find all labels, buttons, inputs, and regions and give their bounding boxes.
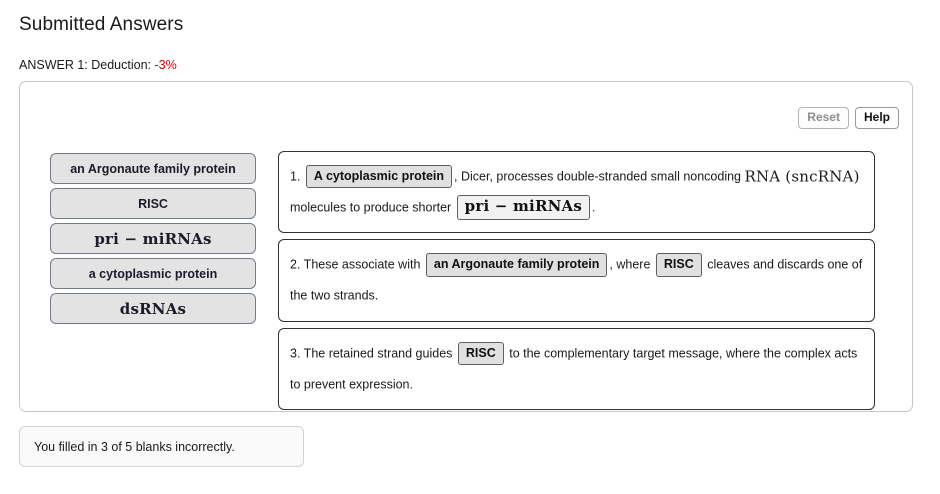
answer-deduction-line: ANSWER 1: Deduction: -3% [19,58,177,72]
statement-number: 2. [290,258,301,273]
answer-label: ANSWER 1: Deduction: [19,58,155,72]
panel-toolbar: Reset Help [798,107,899,130]
page-title: Submitted Answers [19,14,184,35]
statement-box-3: 3. The retained strand guides RISC to th… [278,327,875,411]
blank-chip-filled[interactable]: RISC [655,253,702,277]
statement-text: cleaves and discards one of the two stra… [290,258,863,303]
blank-chip-filled[interactable]: A cytoplasmic protein [305,165,453,189]
question-panel: Reset Help an Argonaute family protein R… [19,81,913,412]
answer-tile-label: RISC [138,196,168,211]
statement-box-1: 1. A cytoplasmic protein, Dicer, process… [278,151,875,234]
blank-chip-filled[interactable]: pri − miRNAs [456,195,591,220]
reset-button[interactable]: Reset [798,107,849,130]
statement-text: These associate with [300,258,424,273]
answer-tile-risc[interactable]: RISC [50,188,256,219]
statement-box-2: 2. These associate with an Argonaute fam… [278,239,875,322]
statement-number: 1. [290,169,301,184]
deduction-value: -3% [154,58,177,72]
statement-text: molecules to produce shorter [290,200,455,215]
blank-chip-filled[interactable]: RISC [457,341,504,366]
answer-tile-label: dsRNAs [119,299,187,318]
statement-list: 1. A cytoplasmic protein, Dicer, process… [278,151,875,416]
statement-math: RNA (sncRNA) [744,167,860,186]
answer-tile-label: an Argonaute family protein [70,161,236,176]
answer-tile-pri-mirnas[interactable]: pri − miRNAs [50,223,256,254]
statement-text: . [592,200,596,215]
help-button[interactable]: Help [854,107,899,130]
answer-tile-label: a cytoplasmic protein [88,266,218,281]
blank-chip-filled[interactable]: an Argonaute family protein [425,253,608,277]
feedback-box: You filled in 3 of 5 blanks incorrectly. [19,426,304,467]
answer-tile-argonaute[interactable]: an Argonaute family protein [50,153,256,184]
answer-tile-label: pri − miRNAs [94,229,212,248]
answer-tile-cytoplasmic-protein[interactable]: a cytoplasmic protein [50,258,256,289]
statement-text: The retained strand guides [300,346,456,361]
statement-text: , Dicer, processes double-stranded small… [454,169,745,184]
statement-text: , where [609,258,654,273]
answer-tile-dsrnas[interactable]: dsRNAs [50,293,256,324]
answer-bank: an Argonaute family protein RISC pri − m… [50,153,256,328]
feedback-message: You filled in 3 of 5 blanks incorrectly. [34,439,235,454]
statement-number: 3. [290,346,301,361]
statement-text: to the complementary target message, whe… [290,346,858,392]
